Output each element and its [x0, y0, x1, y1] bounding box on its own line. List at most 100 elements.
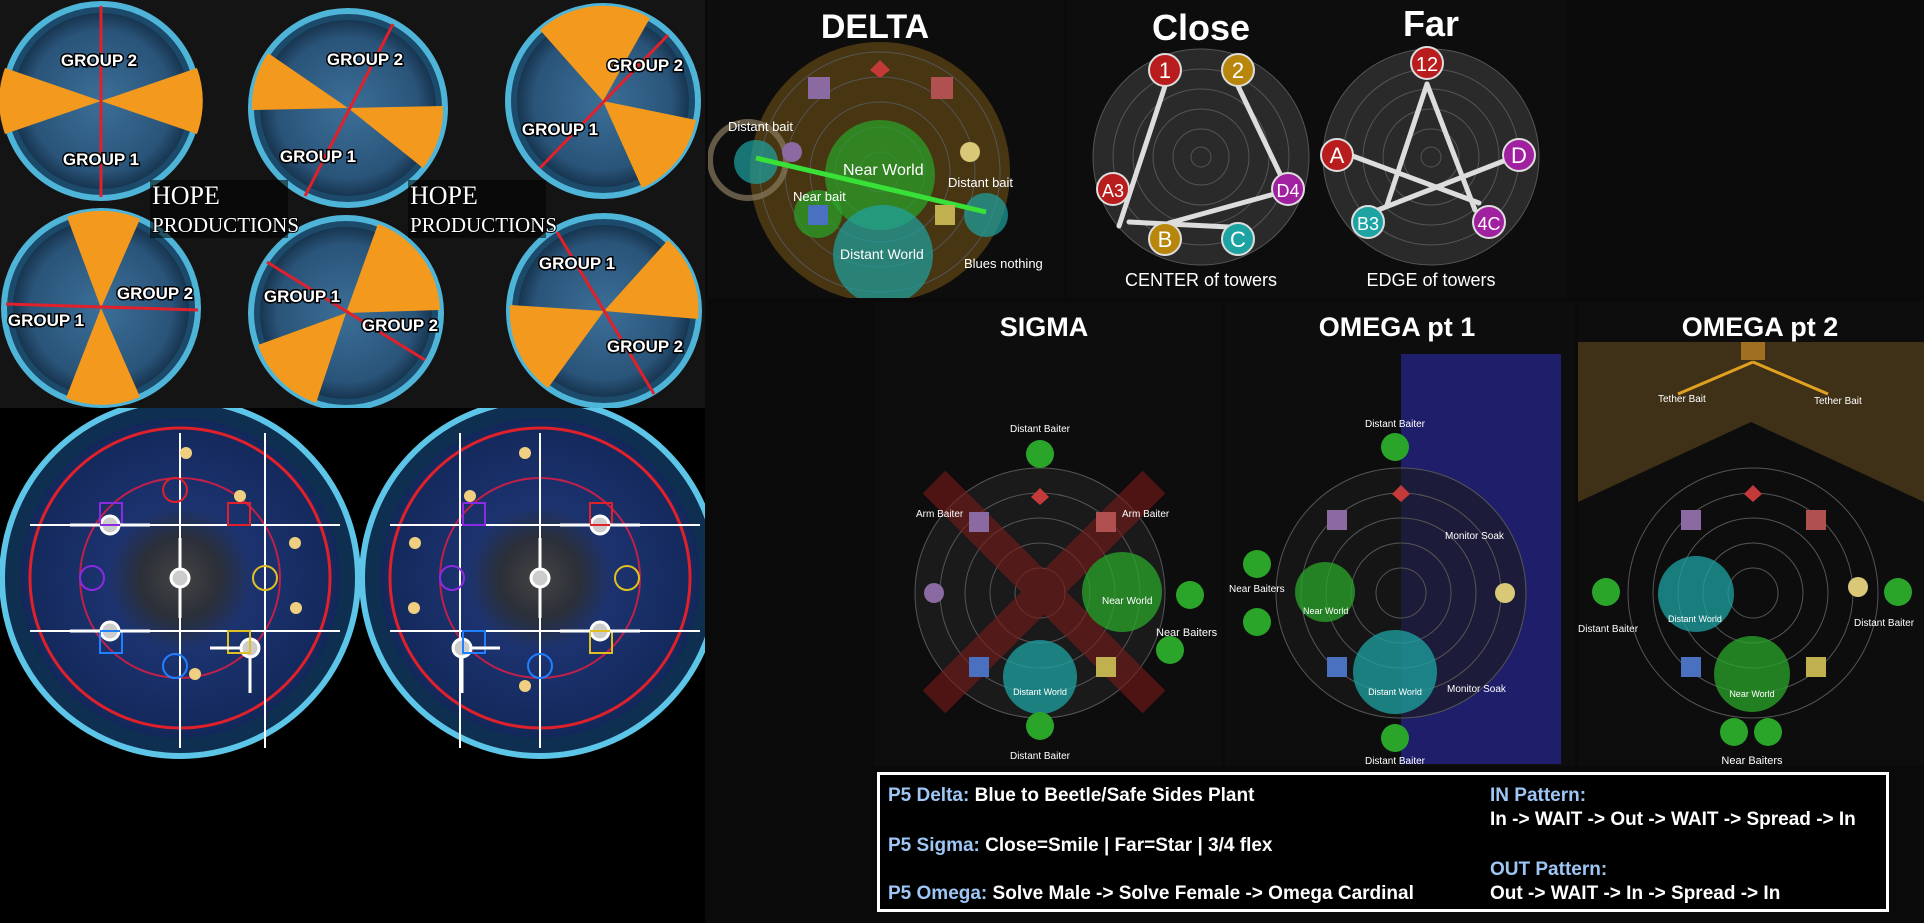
delta-near-world: Near World — [843, 162, 924, 179]
far-marker-a: A — [1330, 143, 1345, 168]
summary-out-label: OUT Pattern: — [1490, 859, 1608, 880]
close-markers: 1 2 A3 D4 B C — [1096, 53, 1305, 256]
sigma-arm-baiter-right: Arm Baiter — [1122, 509, 1170, 520]
arena-maps-panel — [0, 408, 705, 923]
sigma-title: SIGMA — [1000, 312, 1089, 342]
far-marker-d: D — [1511, 143, 1527, 168]
close-marker-1: 1 — [1159, 58, 1171, 83]
far-marker-4c: 4C — [1477, 214, 1500, 234]
sigma-near-world: Near World — [1102, 596, 1152, 607]
sigma-svg: SIGMA Distant Baiter Arm Baiter Arm Bait… — [914, 312, 1218, 762]
group-arena-3: GROUP 2 GROUP 1 — [505, 3, 701, 199]
omega1-near-baiters: Near Baiters — [1229, 584, 1285, 595]
group-bottom-label: GROUP 2 — [607, 337, 683, 356]
watermark-line1: HOPE — [410, 181, 478, 210]
group-bottom-label: GROUP 1 — [522, 120, 598, 139]
group-bottom-label: GROUP 1 — [280, 147, 356, 166]
far-caption: EDGE of towers — [1366, 270, 1495, 290]
omega2-svg: OMEGA pt 2 Tether Bait Tether Bait Dista… — [1578, 312, 1924, 766]
close-marker-d4: D4 — [1276, 181, 1299, 201]
omega2-tether-bait-right: Tether Bait — [1814, 396, 1862, 407]
arena-maps-svg — [0, 408, 705, 759]
sigma-distant-baiter-top: Distant Baiter — [1010, 424, 1071, 435]
omega2-title: OMEGA pt 2 — [1682, 312, 1839, 342]
omega1-svg: OMEGA pt 1 Distant Baiter Monitor Soak N… — [1229, 312, 1561, 766]
omega2-near-world: Near World — [1729, 689, 1774, 699]
sigma-distant-baiter-bottom: Distant Baiter — [1010, 751, 1071, 762]
delta-distant-bait-left: Distant bait — [728, 119, 793, 134]
group-top-label: GROUP 1 — [539, 254, 615, 273]
group-top-label: GROUP 2 — [61, 51, 137, 70]
omega1-distant-baiter-top: Distant Baiter — [1365, 419, 1426, 430]
group-top-label: GROUP 2 — [117, 284, 193, 303]
summary-delta-text: Blue to Beetle/Safe Sides Plant — [974, 785, 1255, 806]
close-title: Close — [1152, 7, 1250, 48]
omega2-distant-baiter-left: Distant Baiter — [1578, 624, 1639, 635]
group-arena-4: GROUP 2 GROUP 1 — [1, 208, 201, 408]
summary-omega: P5 Omega: Solve Male -> Solve Female -> … — [888, 883, 1414, 905]
close-marker-2: 2 — [1232, 58, 1244, 83]
far-marker-12: 12 — [1416, 54, 1438, 76]
delta-near-bait: Near bait — [793, 189, 846, 204]
omega2-distant-world: Distant World — [1668, 614, 1722, 624]
group-arena-6: GROUP 1 GROUP 2 — [506, 213, 702, 408]
omega2-distant-baiter-right: Distant Baiter — [1854, 618, 1915, 629]
group-arena-2: GROUP 2 GROUP 1 — [248, 8, 448, 208]
group-bottom-label: GROUP 1 — [63, 150, 139, 169]
sigma-near-baiters: Near Baiters — [1156, 627, 1218, 639]
omega1-near-world: Near World — [1303, 606, 1348, 616]
sigma-arm-baiter-left: Arm Baiter — [916, 509, 964, 520]
summary-sigma-label: P5 Sigma: — [888, 835, 980, 856]
arena-map-right — [359, 408, 705, 759]
summary-box: P5 Delta: Blue to Beetle/Safe Sides Plan… — [877, 772, 1889, 912]
close-marker-b: B — [1158, 227, 1173, 252]
delta-distant-world: Distant World — [840, 246, 924, 262]
delta-svg: DELTA Distant bait Near World Distant ba… — [708, 8, 1043, 298]
omega1-monitor-soak-top: Monitor Soak — [1445, 531, 1505, 542]
group-top-label: GROUP 2 — [607, 56, 683, 75]
group-arena-1: GROUP 2 GROUP 1 — [0, 1, 203, 201]
close-caption: CENTER of towers — [1125, 270, 1277, 290]
delta-panel: DELTA Distant bait Near World Distant ba… — [708, 0, 1064, 298]
summary-delta-label: P5 Delta: — [888, 785, 970, 806]
sigma-panel: SIGMA Distant Baiter Arm Baiter Arm Bait… — [874, 302, 1222, 766]
summary-sigma-text: Close=Smile | Far=Star | 3/4 flex — [985, 835, 1273, 856]
summary-delta: P5 Delta: Blue to Beetle/Safe Sides Plan… — [888, 785, 1254, 807]
summary-out-text: Out -> WAIT -> In -> Spread -> In — [1490, 883, 1781, 904]
far-marker-b3: B3 — [1357, 214, 1379, 234]
omega1-monitor-soak-bottom: Monitor Soak — [1447, 684, 1507, 695]
group-diagrams-svg: GROUP 2 GROUP 1 GROUP 2 GROUP 1 GROUP 2 … — [0, 1, 702, 408]
group-arena-5: GROUP 1 GROUP 2 — [248, 215, 444, 408]
group-top-label: GROUP 2 — [327, 50, 403, 69]
group-diagrams-panel: GROUP 2 GROUP 1 GROUP 2 GROUP 1 GROUP 2 … — [0, 0, 705, 408]
watermark-line1: HOPE — [152, 181, 220, 210]
delta-distant-bait-right: Distant bait — [948, 175, 1013, 190]
omega2-panel: OMEGA pt 2 Tether Bait Tether Bait Dista… — [1578, 302, 1924, 766]
close-far-panel: Close Far 1 2 A3 D4 B C 12 — [1067, 0, 1567, 298]
omega2-near-baiters: Near Baiters — [1721, 755, 1783, 766]
watermark-line2: PRODUCTIONS — [152, 213, 299, 237]
omega1-distant-baiter-bottom: Distant Baiter — [1365, 756, 1426, 766]
sigma-distant-world: Distant World — [1013, 687, 1067, 697]
summary-sigma: P5 Sigma: Close=Smile | Far=Star | 3/4 f… — [888, 835, 1273, 857]
summary-in-text: In -> WAIT -> Out -> WAIT -> Spread -> I… — [1490, 809, 1856, 830]
omega2-tether-bait-left: Tether Bait — [1658, 394, 1706, 405]
group-bottom-label: GROUP 2 — [362, 316, 438, 335]
delta-blues-nothing: Blues nothing — [964, 256, 1043, 271]
far-title: Far — [1403, 3, 1459, 44]
omega1-panel: OMEGA pt 1 Distant Baiter Monitor Soak N… — [1225, 302, 1575, 766]
watermark-line2: PRODUCTIONS — [410, 213, 557, 237]
far-markers: 12 A D B3 4C — [1320, 46, 1536, 239]
arena-map-left — [0, 408, 361, 759]
omega1-distant-world: Distant World — [1368, 687, 1422, 697]
close-marker-c: C — [1230, 227, 1246, 252]
omega1-title: OMEGA pt 1 — [1319, 312, 1476, 342]
group-top-label: GROUP 1 — [264, 287, 340, 306]
close-marker-a3: A3 — [1102, 181, 1124, 201]
delta-title: DELTA — [821, 8, 929, 46]
summary-omega-text: Solve Male -> Solve Female -> Omega Card… — [992, 883, 1414, 904]
group-bottom-label: GROUP 1 — [8, 311, 84, 330]
summary-omega-label: P5 Omega: — [888, 883, 988, 904]
summary-in-label: IN Pattern: — [1490, 785, 1587, 806]
close-far-svg: Close Far 1 2 A3 D4 B C 12 — [1092, 3, 1540, 290]
